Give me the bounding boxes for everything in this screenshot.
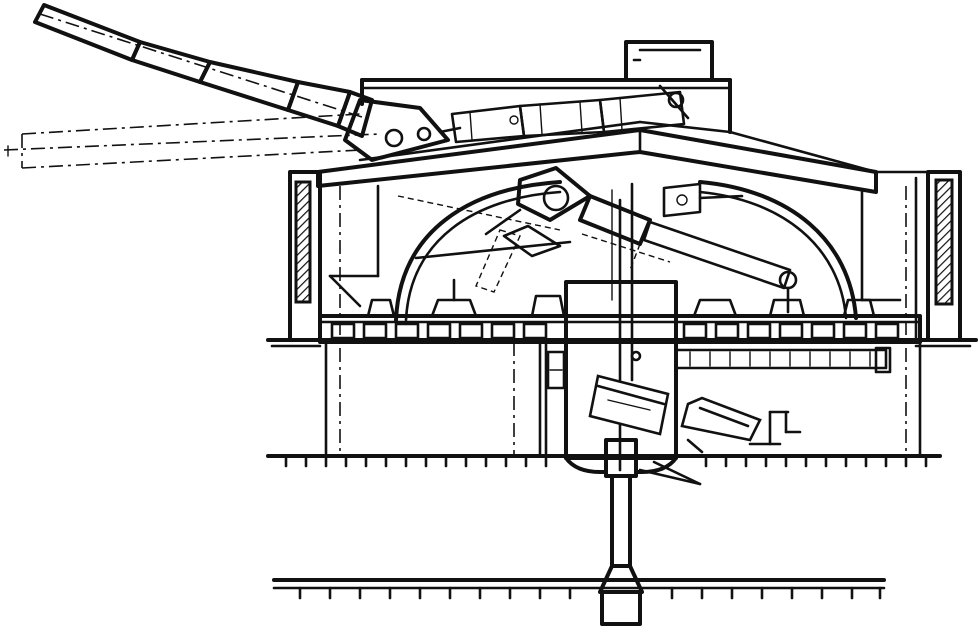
turret-roof bbox=[316, 78, 878, 194]
ammunition-cage bbox=[588, 374, 670, 436]
deck-line bbox=[266, 338, 978, 348]
barrel-depressed-position-outline bbox=[3, 113, 381, 169]
recoil-cylinders bbox=[450, 84, 690, 144]
gun-barrel bbox=[33, 3, 462, 162]
sight-hood bbox=[624, 40, 714, 82]
breech-mechanism bbox=[414, 166, 592, 293]
central-pivot-column bbox=[564, 438, 702, 626]
deck-beam-ticks bbox=[284, 454, 928, 468]
loading-tray-rammer bbox=[578, 182, 798, 314]
hold-deck bbox=[272, 578, 886, 600]
elevating-arc-rack bbox=[394, 180, 858, 322]
loading-trolley bbox=[680, 396, 802, 454]
turret-armor-walls bbox=[288, 170, 962, 344]
